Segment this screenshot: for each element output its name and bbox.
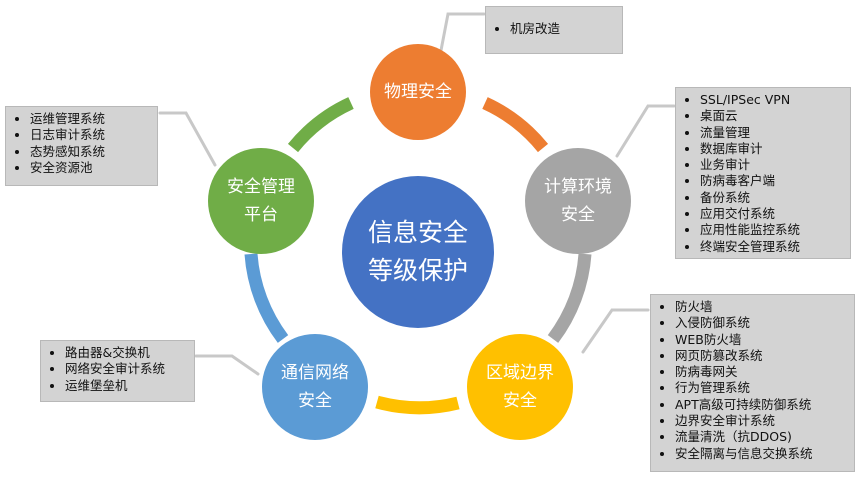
node-label-border: 区域边界 安全 [470,359,570,415]
connector-compute [615,104,676,158]
node-label-border-line2: 安全 [503,391,537,411]
center-circle [342,176,494,328]
items-box-network: 路由器&交换机 网络安全审计系统 运维堡垒机 [40,340,195,402]
items-list-physical: 机房改造 [494,21,616,37]
node-label-physical: 物理安全 [368,78,468,106]
list-item: 桌面云 [700,108,844,124]
items-list-mgmt: 运维管理系统 日志审计系统 态势感知系统 安全资源池 [14,111,151,176]
node-label-mgmt: 安全管理 平台 [211,173,311,229]
node-circle-border [467,334,573,440]
ring-arc-mgmt-physical [287,97,354,153]
ring-arc-border-network [375,395,460,415]
list-item: 路由器&交换机 [65,345,188,361]
center-label-line1: 信息安全 [367,218,468,247]
items-box-mgmt: 运维管理系统 日志审计系统 态势感知系统 安全资源池 [5,106,158,186]
center-label-line2: 等级保护 [367,256,468,285]
list-item: 网页防篡改系统 [675,348,848,364]
list-item: APT高级可持续防御系统 [675,397,848,413]
list-item: 流量管理 [700,125,844,141]
list-item: 机房改造 [510,21,616,37]
list-item: 备份系统 [700,190,844,206]
list-item: 态势感知系统 [30,144,151,160]
connector-border [581,308,650,354]
items-list-network: 路由器&交换机 网络安全审计系统 运维堡垒机 [49,345,188,394]
connector-physical [436,12,486,68]
list-item: 业务审计 [700,157,844,173]
list-item: 防火墙 [675,299,848,315]
node-label-physical-line1: 物理安全 [384,82,452,102]
node-circle-compute [525,148,631,254]
list-item: 数据库审计 [700,141,844,157]
items-box-border: 防火墙 入侵防御系统 WEB防火墙 网页防篡改系统 防病毒网关 行为管理系统 A… [650,294,855,472]
node-label-network: 通信网络 安全 [265,359,365,415]
node-circle-mgmt [208,148,314,254]
node-label-compute-line2: 安全 [561,205,595,225]
items-list-compute: SSL/IPSec VPN 桌面云 流量管理 数据库审计 业务审计 防病毒客户端… [684,92,844,255]
list-item: 安全资源池 [30,160,151,176]
list-item: 应用性能监控系统 [700,222,844,238]
connector-network [194,354,260,376]
items-box-compute: SSL/IPSec VPN 桌面云 流量管理 数据库审计 业务审计 防病毒客户端… [675,87,851,259]
list-item: 防病毒网关 [675,364,848,380]
node-label-compute: 计算环境 安全 [528,173,628,229]
node-label-network-line2: 安全 [298,391,332,411]
node-circle-network [262,334,368,440]
list-item: WEB防火墙 [675,332,848,348]
node-label-network-line1: 通信网络 [281,363,349,383]
list-item: 日志审计系统 [30,127,151,143]
node-label-mgmt-line1: 安全管理 [227,177,295,197]
ring-arc-physical-compute [482,97,549,153]
list-item: 行为管理系统 [675,380,848,396]
center-label: 信息安全 等级保护 [348,214,488,290]
list-item: 网络安全审计系统 [65,361,188,377]
node-label-mgmt-line2: 平台 [244,205,278,225]
ring-arc-compute-border [547,253,592,343]
list-item: 应用交付系统 [700,206,844,222]
list-item: 入侵防御系统 [675,315,848,331]
list-item: 安全隔离与信息交换系统 [675,446,848,462]
items-list-border: 防火墙 入侵防御系统 WEB防火墙 网页防篡改系统 防病毒网关 行为管理系统 A… [659,299,848,462]
node-circle-physical [370,44,466,140]
list-item: 运维管理系统 [30,111,151,127]
list-item: SSL/IPSec VPN [700,92,844,108]
ring-arc-network-mgmt [244,253,289,343]
list-item: 防病毒客户端 [700,173,844,189]
connector-mgmt [158,111,217,167]
items-box-physical: 机房改造 [485,6,623,54]
node-label-border-line1: 区域边界 [486,363,554,383]
list-item: 边界安全审计系统 [675,413,848,429]
list-item: 终端安全管理系统 [700,239,844,255]
list-item: 运维堡垒机 [65,378,188,394]
list-item: 流量清洗（抗DDOS) [675,429,848,445]
node-label-compute-line1: 计算环境 [544,177,612,197]
